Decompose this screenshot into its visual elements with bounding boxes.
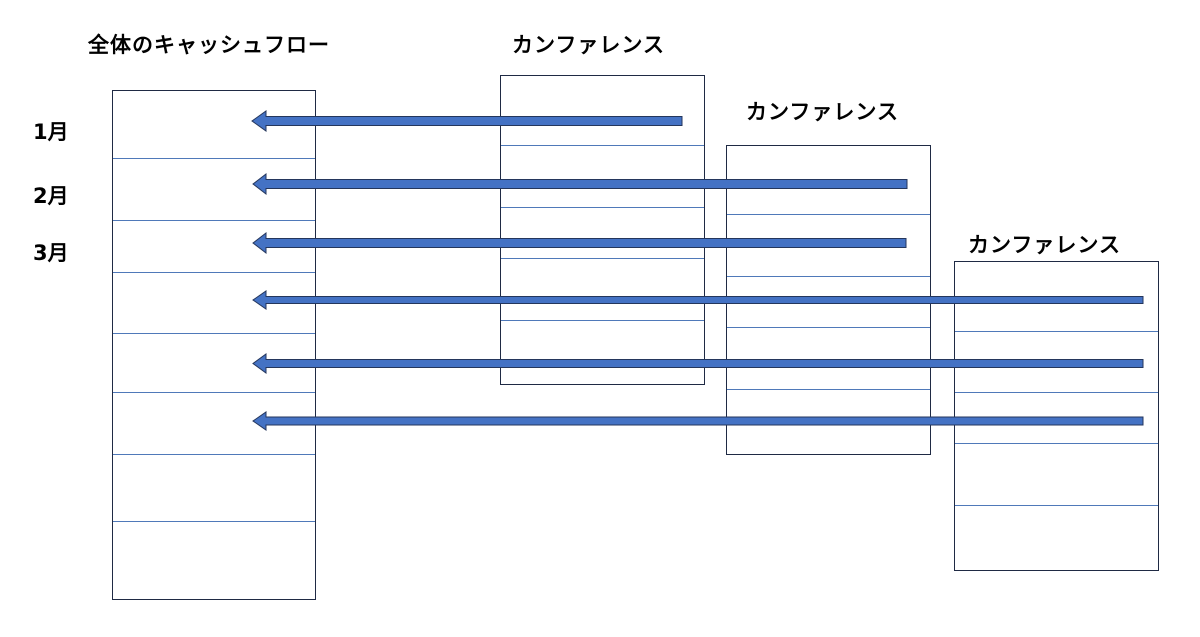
- conference-2-row-divider: [727, 389, 930, 390]
- conference-2-title: カンファレンス: [746, 100, 899, 124]
- arrow-left-icon: [252, 290, 1144, 310]
- conference-1-row-divider: [501, 145, 704, 146]
- arrow-left-icon: [251, 110, 683, 132]
- overall-row-divider: [113, 521, 315, 522]
- conference-3-row-divider: [955, 443, 1158, 444]
- conference-1-title: カンファレンス: [512, 33, 665, 57]
- conference-2-row-divider: [727, 327, 930, 328]
- overall-row-divider: [113, 392, 315, 393]
- overall-cashflow-box: [112, 90, 316, 600]
- conference-2-row-divider: [727, 214, 930, 215]
- arrow-left-icon: [252, 231, 907, 255]
- month-label-jan: 1月: [33, 120, 69, 144]
- arrow-left-icon: [252, 172, 908, 196]
- conference-3-row-divider: [955, 505, 1158, 506]
- overall-row-divider: [113, 158, 315, 159]
- month-label-feb: 2月: [33, 184, 69, 208]
- overall-row-divider: [113, 454, 315, 455]
- arrow-left-icon: [252, 353, 1144, 374]
- overall-row-divider: [113, 272, 315, 273]
- conference-3-row-divider: [955, 331, 1158, 332]
- conference-1-row-divider: [501, 320, 704, 321]
- conference-1-box: [500, 75, 705, 385]
- conference-1-row-divider: [501, 207, 704, 208]
- arrow-left-icon: [252, 411, 1144, 431]
- conference-3-title: カンファレンス: [968, 233, 1121, 257]
- overall-row-divider: [113, 333, 315, 334]
- conference-1-row-divider: [501, 258, 704, 259]
- conference-3-row-divider: [955, 392, 1158, 393]
- overall-row-divider: [113, 220, 315, 221]
- month-label-mar: 3月: [33, 241, 69, 265]
- overall-cashflow-title: 全体のキャッシュフロー: [88, 33, 330, 57]
- conference-3-box: [954, 261, 1159, 571]
- conference-2-row-divider: [727, 276, 930, 277]
